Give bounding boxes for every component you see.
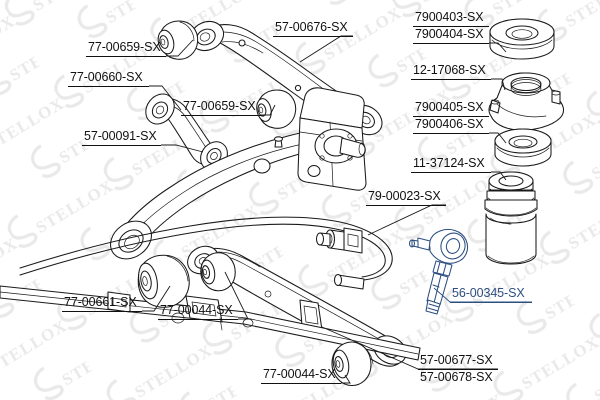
- label-underline: [366, 205, 446, 206]
- label-underline: [413, 26, 489, 27]
- part-label-79-00023-sx[interactable]: 79-00023-SX: [368, 189, 441, 203]
- part-label-7900406-sx[interactable]: 7900406-SX: [415, 117, 484, 131]
- part-label-77-00044-sx-left[interactable]: 77-00044-SX: [160, 303, 233, 317]
- part-label-57-00091-sx[interactable]: 57-00091-SX: [84, 129, 157, 143]
- part-label-57-00678-sx[interactable]: 57-00678-SX: [420, 370, 493, 384]
- part-label-77-00660-sx[interactable]: 77-00660-SX: [70, 70, 143, 84]
- label-underline: [261, 383, 341, 384]
- part-label-77-00659-sx-upper[interactable]: 77-00659-SX: [88, 40, 161, 54]
- part-label-12-17068-sx[interactable]: 12-17068-SX: [413, 63, 486, 77]
- label-underline: [273, 36, 353, 37]
- part-label-77-00661-sx[interactable]: 77-00661-SX: [64, 295, 137, 309]
- part-label-77-00659-sx-mid[interactable]: 77-00659-SX: [183, 99, 256, 113]
- part-label-7900404-sx[interactable]: 7900404-SX: [415, 27, 484, 41]
- part-label-7900403-sx[interactable]: 7900403-SX: [415, 10, 484, 24]
- label-underline: [413, 116, 489, 117]
- label-underline: [68, 86, 149, 87]
- label-underline: [86, 56, 166, 57]
- label-underline: [413, 133, 489, 134]
- label-underline: [411, 172, 491, 173]
- label-underline: [181, 115, 261, 116]
- part-label-57-00676-sx[interactable]: 57-00676-SX: [275, 20, 348, 34]
- label-underline: [413, 43, 489, 44]
- label-underline: [411, 79, 491, 80]
- label-underline-highlighted: [450, 302, 532, 303]
- label-underline: [158, 319, 238, 320]
- part-label-57-00677-sx[interactable]: 57-00677-SX: [420, 353, 493, 367]
- part-label-7900405-sx[interactable]: 7900405-SX: [415, 100, 484, 114]
- label-underline: [62, 311, 142, 312]
- part-label-56-00345-sx-highlighted[interactable]: 56-00345-SX: [452, 286, 525, 300]
- part-label-11-37124-sx[interactable]: 11-37124-SX: [413, 156, 485, 170]
- part-label-77-00044-sx-bottom[interactable]: 77-00044-SX: [263, 367, 336, 381]
- label-underline: [82, 145, 161, 146]
